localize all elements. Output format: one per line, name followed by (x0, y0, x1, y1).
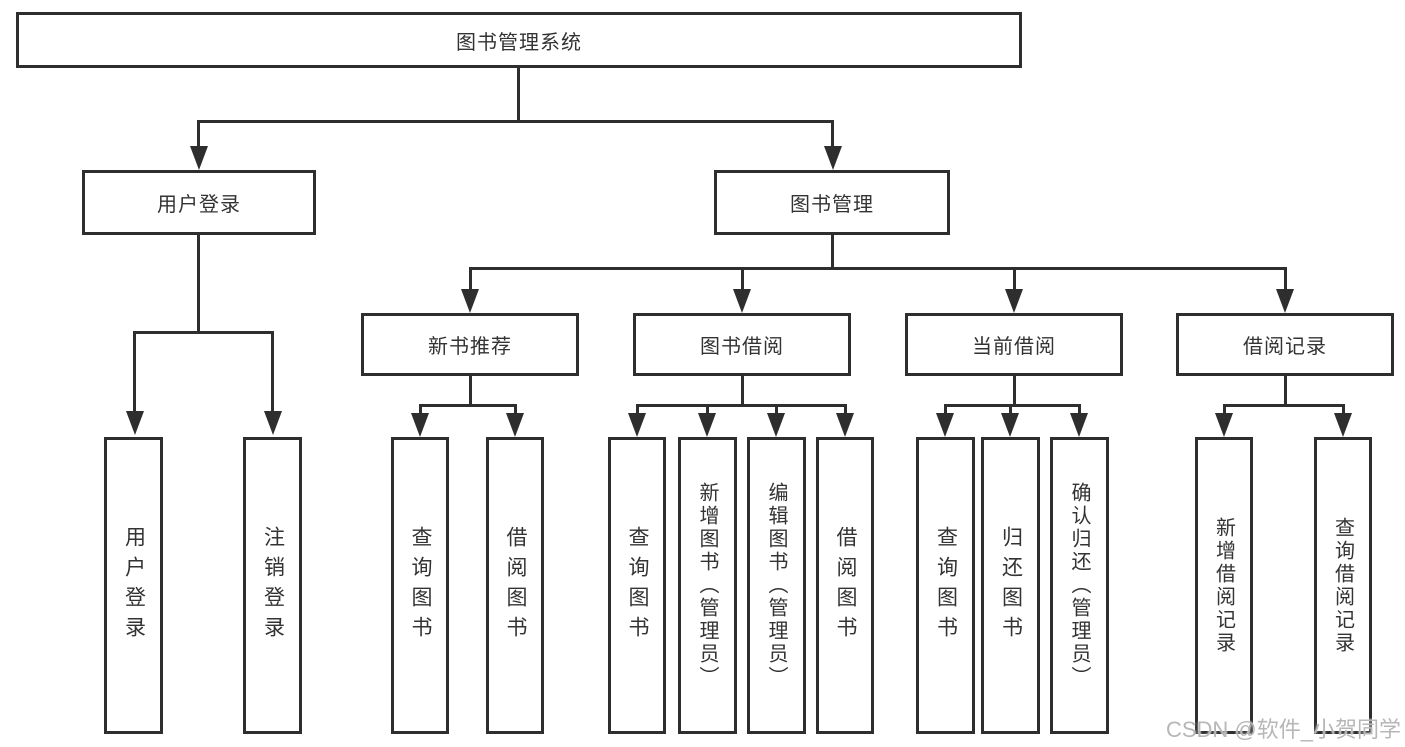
connector-hline (133, 331, 274, 334)
connector-vline (1284, 267, 1287, 291)
leaf-label: 注销登录 (261, 525, 285, 646)
connector-vline (636, 404, 639, 415)
node-label: 当前借阅 (972, 336, 1056, 358)
arrowhead-down-icon (836, 413, 854, 437)
arrowhead-down-icon (698, 413, 716, 437)
arrowhead-down-icon (733, 289, 751, 313)
connector-vline (775, 404, 778, 415)
node-root: 图书管理系统 (16, 12, 1022, 68)
arrowhead-down-icon (824, 146, 842, 170)
leaf-confirm-return-admin: 确认归还（管理员） (1050, 437, 1109, 734)
connector-hline (636, 404, 846, 407)
connector-vline (1342, 404, 1345, 415)
leaf-query-books-current: 查询图书 (916, 437, 975, 734)
arrowhead-down-icon (1215, 413, 1233, 437)
connector-vline (1009, 404, 1012, 415)
leaf-add-books-admin: 新增图书（管理员） (678, 437, 737, 734)
leaf-label: 新增图书（管理员） (696, 482, 718, 689)
arrowhead-down-icon (1334, 413, 1352, 437)
arrowhead-down-icon (628, 413, 646, 437)
node-label: 新书推荐 (428, 336, 512, 358)
connector-vline (133, 331, 136, 413)
node-root-label: 图书管理系统 (456, 31, 582, 54)
leaf-query-books-borrow: 查询图书 (608, 437, 666, 734)
leaf-label: 借阅图书 (504, 525, 527, 646)
connector-vline (197, 235, 200, 334)
node-label: 图书借阅 (700, 336, 784, 358)
leaf-query-books-recommend: 查询图书 (391, 437, 449, 734)
connector-vline (419, 404, 422, 415)
node-label: 图书管理 (790, 194, 874, 216)
leaf-label: 归还图书 (999, 525, 1023, 646)
arrowhead-down-icon (1070, 413, 1088, 437)
node-current-borrow: 当前借阅 (905, 313, 1123, 376)
arrowhead-down-icon (461, 289, 479, 313)
leaf-query-borrow-record: 查询借阅记录 (1314, 437, 1372, 734)
connector-hline (1223, 404, 1344, 407)
connector-vline (831, 120, 834, 150)
leaf-borrow-books: 借阅图书 (816, 437, 874, 734)
leaf-label: 查询借阅记录 (1331, 516, 1354, 655)
leaf-return-books: 归还图书 (981, 437, 1040, 734)
connector-vline (517, 68, 520, 122)
arrowhead-down-icon (506, 413, 524, 437)
node-book-management: 图书管理 (714, 170, 950, 235)
connector-vline (271, 331, 274, 413)
connector-vline (741, 267, 744, 291)
connector-vline (831, 235, 834, 270)
connector-vline (944, 404, 947, 415)
csdn-watermark: CSDN @软件_小贺同学 (1165, 717, 1401, 742)
connector-vline (1078, 404, 1081, 415)
connector-hline (419, 404, 517, 407)
connector-hline (469, 267, 1287, 270)
arrowhead-down-icon (190, 146, 208, 170)
connector-hline (197, 120, 834, 123)
node-borrow-records: 借阅记录 (1176, 313, 1394, 376)
leaf-user-login: 用户登录 (104, 437, 163, 734)
connector-vline (469, 267, 472, 291)
node-label: 用户登录 (157, 194, 241, 216)
node-user-login: 用户登录 (82, 170, 316, 235)
node-label: 借阅记录 (1243, 336, 1327, 358)
connector-vline (1284, 376, 1287, 407)
node-book-borrow: 图书借阅 (633, 313, 851, 376)
connector-vline (514, 404, 517, 415)
leaf-add-borrow-record: 新增借阅记录 (1195, 437, 1253, 734)
arrowhead-down-icon (264, 411, 282, 435)
leaf-label: 借阅图书 (834, 525, 857, 646)
connector-vline (1223, 404, 1226, 415)
leaf-edit-books-admin: 编辑图书（管理员） (747, 437, 806, 734)
leaf-label: 用户登录 (122, 525, 146, 646)
arrowhead-down-icon (126, 411, 144, 435)
leaf-label: 查询图书 (934, 525, 958, 646)
arrowhead-down-icon (1001, 413, 1019, 437)
arrowhead-down-icon (767, 413, 785, 437)
leaf-logout: 注销登录 (243, 437, 302, 734)
connector-vline (1013, 376, 1016, 407)
connector-vline (706, 404, 709, 415)
node-new-book-recommend: 新书推荐 (361, 313, 579, 376)
connector-vline (197, 120, 200, 150)
leaf-label: 查询图书 (626, 525, 649, 646)
leaf-label: 查询图书 (409, 525, 432, 646)
leaf-label: 编辑图书（管理员） (765, 482, 787, 689)
connector-vline (1013, 267, 1016, 291)
leaf-label: 确认归还（管理员） (1068, 482, 1090, 689)
arrowhead-down-icon (936, 413, 954, 437)
arrowhead-down-icon (411, 413, 429, 437)
arrowhead-down-icon (1005, 289, 1023, 313)
connector-vline (469, 376, 472, 407)
connector-vline (844, 404, 847, 415)
arrowhead-down-icon (1276, 289, 1294, 313)
connector-hline (944, 404, 1080, 407)
leaf-label: 新增借阅记录 (1212, 516, 1235, 655)
connector-vline (741, 376, 744, 407)
leaf-borrow-books-recommend: 借阅图书 (486, 437, 544, 734)
